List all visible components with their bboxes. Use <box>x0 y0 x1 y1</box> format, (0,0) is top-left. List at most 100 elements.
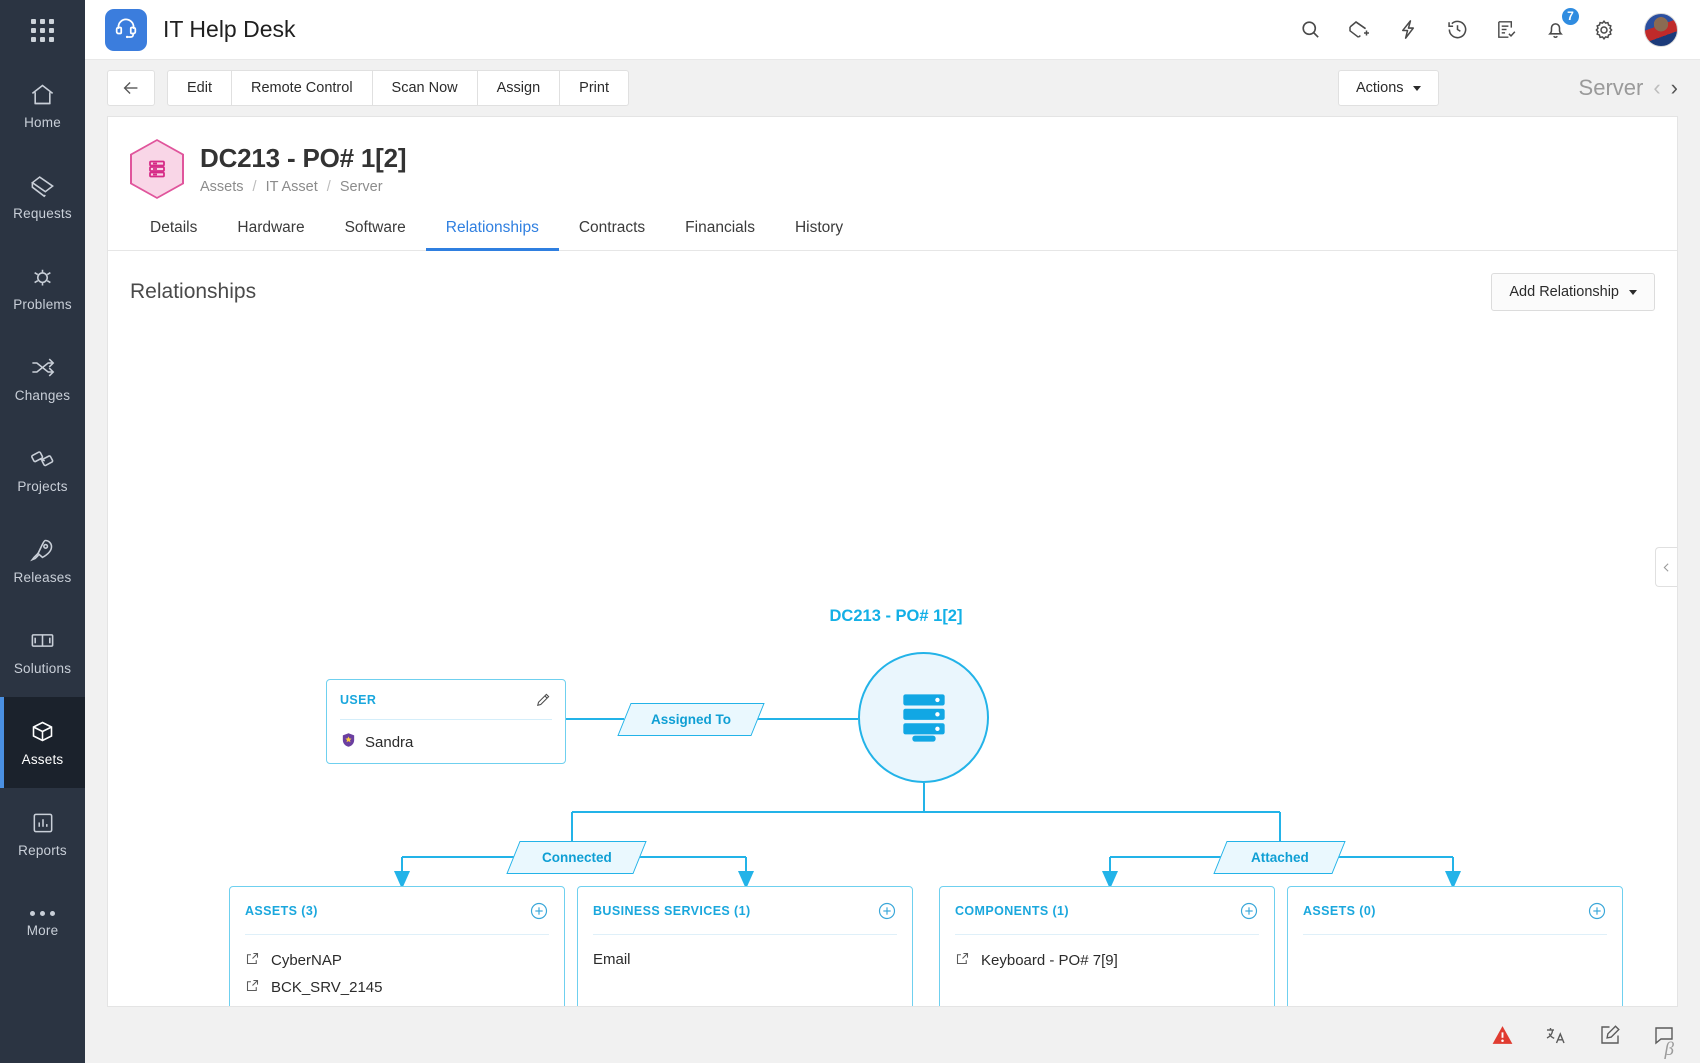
pencil-edit-icon[interactable] <box>534 691 552 709</box>
chevron-down-icon <box>1629 289 1637 295</box>
list-item-label: Email <box>593 951 631 968</box>
relationship-chip-attached[interactable]: Attached <box>1213 841 1346 874</box>
relationship-diagram: DC213 - PO# 1[2] <box>108 311 1677 1006</box>
breadcrumb-item-it-asset[interactable]: IT Asset <box>265 179 318 195</box>
scan-now-button[interactable]: Scan Now <box>372 70 478 106</box>
center-node[interactable] <box>858 652 989 783</box>
history-clock-icon[interactable] <box>1442 15 1472 45</box>
breadcrumb-item-server[interactable]: Server <box>339 179 383 195</box>
avatar[interactable] <box>1644 12 1678 47</box>
chevron-left-collapse-icon[interactable] <box>1655 547 1677 587</box>
sidebar-item-label: Requests <box>13 206 72 221</box>
plus-circle-icon[interactable] <box>529 901 549 921</box>
list-item-label: CyberNAP <box>271 952 342 969</box>
sidebar-item-changes[interactable]: Changes <box>0 333 85 424</box>
sidebar-item-label: Problems <box>13 297 72 312</box>
card-title: COMPONENTS (1) <box>955 904 1069 918</box>
user-name[interactable]: Sandra <box>365 734 414 751</box>
task-list-icon[interactable] <box>1491 15 1521 45</box>
chevron-right-icon[interactable]: › <box>1670 75 1678 100</box>
card-item-list: Keyboard - PO# 7[9] <box>955 935 1259 974</box>
chip-label: Connected <box>541 850 612 865</box>
sidebar-item-home[interactable]: Home <box>0 60 85 151</box>
record-content-card: DC213 - PO# 1[2] Assets / IT Asset / Ser… <box>107 116 1678 1007</box>
plus-circle-icon[interactable] <box>877 901 897 921</box>
header-icon-group: 7 <box>1295 5 1678 47</box>
actions-dropdown-button[interactable]: Actions <box>1337 70 1439 106</box>
section-header: Relationships Add Relationship <box>108 251 1677 311</box>
breadcrumb-separator: / <box>252 179 257 195</box>
breadcrumb-item-assets[interactable]: Assets <box>200 179 244 195</box>
sidebar-item-label: More <box>26 923 59 938</box>
edit-note-icon[interactable] <box>1596 1021 1624 1049</box>
remote-control-button[interactable]: Remote Control <box>232 70 373 106</box>
page-title: DC213 - PO# 1[2] <box>200 143 407 173</box>
sidebar-item-solutions[interactable]: Solutions <box>0 606 85 697</box>
edit-button[interactable]: Edit <box>167 70 232 106</box>
top-header: IT Help Desk <box>85 0 1700 60</box>
footer-bar: β <box>85 1007 1700 1063</box>
sidebar-item-label: Projects <box>17 479 68 494</box>
sidebar-item-label: Home <box>24 115 61 130</box>
sidebar-item-requests[interactable]: Requests <box>0 151 85 242</box>
tab-hardware[interactable]: Hardware <box>237 219 305 236</box>
tab-details[interactable]: Details <box>150 219 198 236</box>
back-arrow-icon[interactable] <box>107 70 155 106</box>
breadcrumb: Assets / IT Asset / Server <box>200 179 406 195</box>
plus-circle-icon[interactable] <box>1587 901 1607 921</box>
list-item[interactable]: Keyboard - PO# 7[9] <box>955 947 1259 974</box>
tab-financials[interactable]: Financials <box>685 219 755 236</box>
user-card-title: USER <box>340 693 377 707</box>
main-region: IT Help Desk <box>85 0 1700 1063</box>
chevron-left-icon[interactable]: ‹ <box>1653 75 1661 100</box>
relationship-chip-assigned-to[interactable]: Assigned To <box>617 703 765 736</box>
app-logo[interactable] <box>105 8 147 51</box>
assign-button[interactable]: Assign <box>477 70 561 106</box>
search-icon[interactable] <box>1295 15 1325 45</box>
sidebar-item-label: Releases <box>13 570 72 585</box>
sidebar-item-reports[interactable]: Reports <box>0 788 85 879</box>
list-item-label: HP-Printer <box>271 1006 341 1007</box>
server-hex-icon <box>130 139 184 199</box>
quick-action-bolt-icon[interactable] <box>1393 15 1423 45</box>
tab-software[interactable]: Software <box>344 219 406 236</box>
list-item[interactable]: BCK_SRV_2145 <box>245 974 549 1001</box>
cube-icon <box>29 718 56 745</box>
accessibility-translate-icon[interactable] <box>1542 1021 1570 1049</box>
notification-bell-icon[interactable]: 7 <box>1540 5 1581 45</box>
add-relationship-button[interactable]: Add Relationship <box>1491 273 1655 311</box>
plus-circle-icon[interactable] <box>1239 901 1259 921</box>
relationship-card-assets-connected: ASSETS (3) CyberNAP <box>229 886 565 1007</box>
rocket-icon <box>29 536 56 563</box>
tab-contracts[interactable]: Contracts <box>578 219 646 236</box>
list-item[interactable]: HP-Printer <box>245 1001 549 1007</box>
chip-label: Assigned To <box>650 712 731 727</box>
settings-gear-icon[interactable] <box>1589 15 1619 45</box>
grid-apps-icon[interactable] <box>0 0 85 60</box>
sidebar-item-label: Reports <box>18 842 67 858</box>
shield-star-icon <box>340 731 357 754</box>
tab-relationships[interactable]: Relationships <box>425 219 559 251</box>
alert-triangle-icon[interactable] <box>1488 1021 1516 1049</box>
add-ticket-icon[interactable] <box>1344 15 1374 45</box>
card-item-list: Email <box>593 935 897 972</box>
external-link-icon <box>245 1005 260 1006</box>
sidebar-item-assets[interactable]: Assets <box>0 697 85 788</box>
sidebar-item-problems[interactable]: Problems <box>0 242 85 333</box>
chat-bubble-icon[interactable] <box>1650 1021 1678 1049</box>
empty-state: No assets attached yet Attach <box>1303 935 1607 1006</box>
tab-history[interactable]: History <box>794 219 844 236</box>
sidebar-item-projects[interactable]: Projects <box>0 424 85 515</box>
sidebar-item-more[interactable]: More <box>0 879 85 970</box>
chart-icon <box>30 810 56 836</box>
record-header: DC213 - PO# 1[2] Assets / IT Asset / Ser… <box>108 117 1677 199</box>
external-link-icon <box>955 951 970 970</box>
sidebar-item-releases[interactable]: Releases <box>0 515 85 606</box>
print-button[interactable]: Print <box>560 70 629 106</box>
list-item[interactable]: CyberNAP <box>245 947 549 974</box>
relationship-chip-connected[interactable]: Connected <box>506 841 647 874</box>
card-title: ASSETS (0) <box>1303 904 1376 918</box>
card-title: ASSETS (3) <box>245 904 318 918</box>
list-item[interactable]: Email <box>593 947 897 972</box>
